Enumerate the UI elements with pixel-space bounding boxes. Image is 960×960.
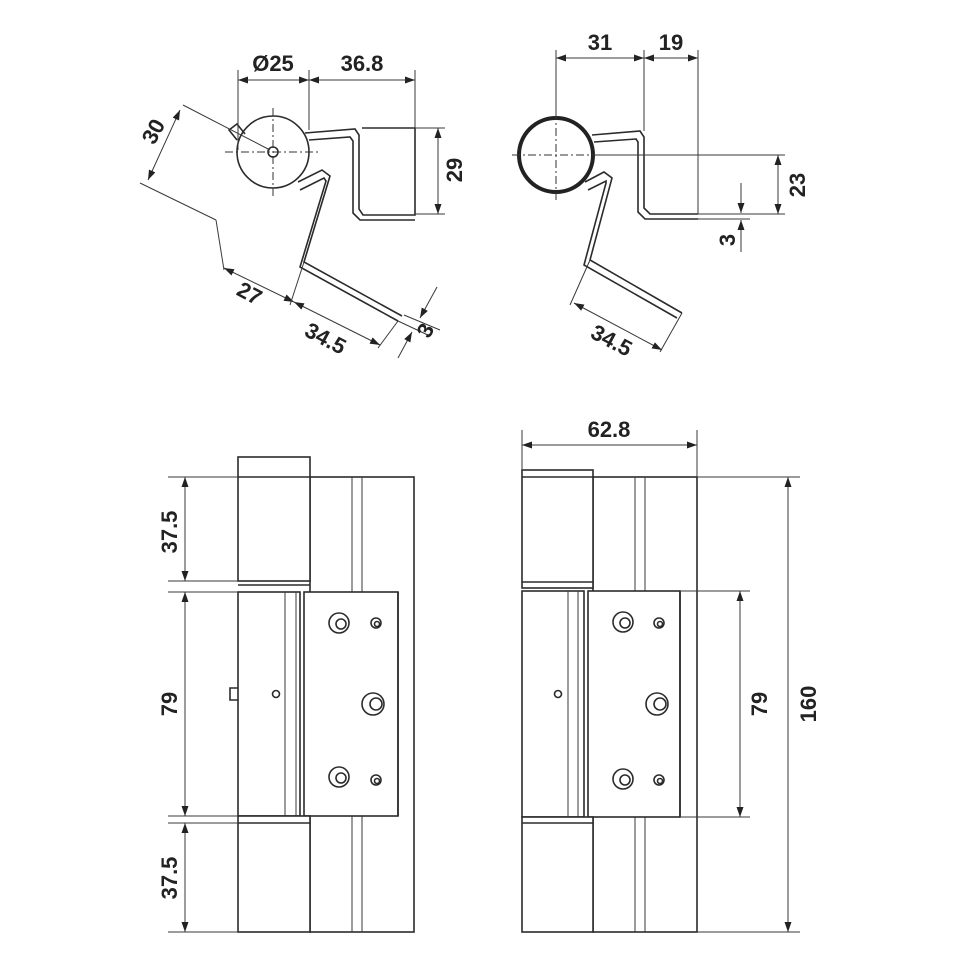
middle-knuckle [237,591,301,817]
bottom-knuckle [237,815,311,933]
middle-knuckle-right [521,590,585,818]
dim-width-label-front: 62.8 [588,417,631,442]
angled-leaf-profile [297,169,403,317]
screw-hole [612,768,634,790]
screw-hole [361,692,385,716]
dim-top-knuckle-label: 37.5 [157,511,182,554]
dim-bottom-knuckle-label: 37.5 [157,857,182,900]
dim-thickness-label-right: 3 [715,234,740,246]
dim-middle-label-right: 79 [747,692,772,716]
screw-hole [328,612,350,634]
top-right-plan-view: 31 19 23 3 34.5 [512,30,810,361]
dim-width-label: 36.8 [341,51,384,76]
dim-leg-label-right: 34.5 [587,319,637,361]
screw-hole [645,692,669,716]
dim-diameter-label: Ø25 [252,51,294,76]
screw-hole [653,617,665,629]
front-left-view: 37.5 79 37.5 [157,456,415,933]
top-knuckle [237,456,311,582]
dim-arm-label: 27 [233,277,266,311]
front-right-view: 62.8 79 160 [521,417,821,933]
dim-height-label: 29 [442,158,467,182]
dim-a-label: 31 [588,30,612,55]
screw-hole [612,611,634,633]
top-left-plan-view: Ø25 36.8 29 30 27 34.5 3 [137,51,467,359]
dim-total-height-label: 160 [796,686,821,723]
top-knuckle-right [521,469,594,589]
screw-hole [370,617,382,629]
dim-leg-label: 34.5 [301,317,351,359]
screw-hole [328,766,350,788]
screw-hole [653,774,665,786]
bottom-knuckle-right [521,816,594,933]
dim-height-label-right: 23 [785,173,810,197]
screw-hole [370,774,382,786]
dim-b-label: 19 [659,30,683,55]
dim-thickness-label: 3 [411,319,439,342]
dim-middle-label: 79 [157,692,182,716]
upper-leaf-profile [304,127,416,216]
